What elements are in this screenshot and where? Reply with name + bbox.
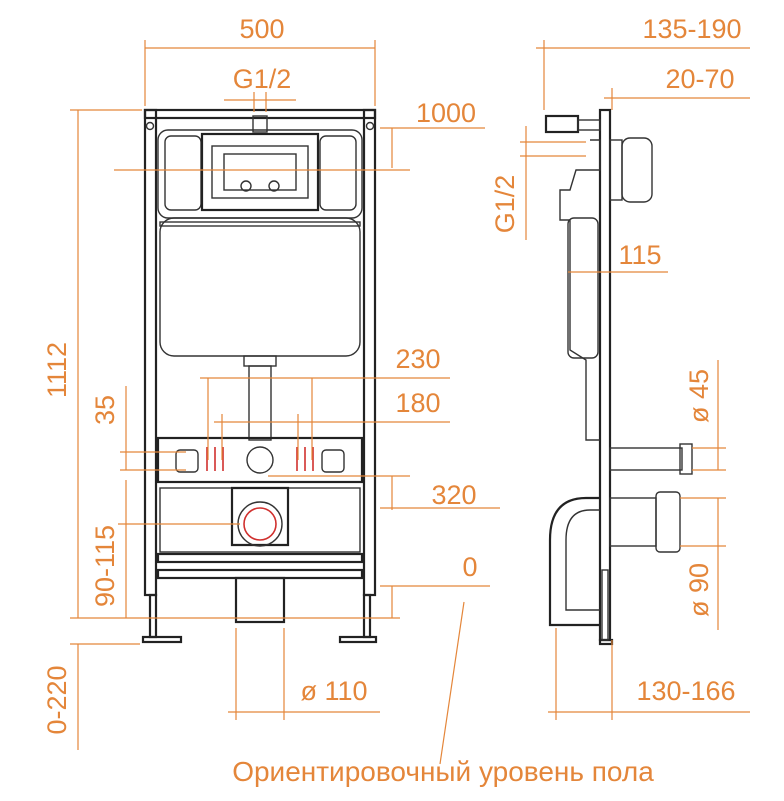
- floor-level-caption: Ориентировочный уровень пола: [232, 756, 654, 787]
- frame-top-rail: [143, 108, 377, 120]
- side-dimensions: 135-190 20-70 G1/2 115 ø 45 ø 90 130-166: [490, 14, 750, 720]
- dim-230: 230: [395, 344, 440, 374]
- dim-flush-45: ø 45: [684, 369, 714, 423]
- dim-g12-side: G1/2: [490, 175, 520, 234]
- flush-opening: [200, 132, 320, 212]
- side-drain-bend: [548, 496, 600, 627]
- foot-plate: [141, 635, 183, 644]
- mount-hole: [365, 121, 375, 131]
- side-tank-profile: [559, 139, 601, 441]
- frame-right-post: [362, 108, 377, 597]
- dim-90-115: 90-115: [90, 525, 120, 607]
- foot-plate: [338, 635, 378, 644]
- dim-180: 180: [395, 388, 440, 418]
- tank-upper-box: [157, 129, 363, 219]
- dim-20-70: 20-70: [665, 64, 734, 94]
- dim-floor-zero: 0: [462, 552, 477, 582]
- side-post: [598, 108, 612, 642]
- frame-floor-rail: [156, 568, 364, 580]
- flush-mechanism-inner: [223, 153, 297, 191]
- adjustable-leg: [362, 593, 372, 639]
- dim-width-500: 500: [239, 14, 284, 44]
- side-leg: [601, 569, 609, 641]
- frame-left-post: [143, 108, 158, 597]
- downpipe: [248, 365, 272, 441]
- tank-body-seam: [159, 221, 361, 227]
- side-drain-pipe: [609, 497, 657, 547]
- dim-320: 320: [431, 480, 476, 510]
- side-view: [544, 108, 693, 646]
- bracket-slot: [175, 449, 199, 473]
- dim-drain-90: ø 90: [684, 563, 714, 617]
- mount-hole: [145, 121, 155, 131]
- drain-bracket: [159, 487, 361, 553]
- tank-body: [159, 217, 361, 357]
- dim-115: 115: [618, 240, 661, 270]
- frame-bottom-rail: [156, 552, 364, 564]
- dim-height-1112: 1112: [42, 342, 72, 398]
- side-drain-socket: [655, 491, 681, 553]
- flush-button-hole: [240, 180, 252, 192]
- flush-mechanism: [211, 145, 309, 199]
- side-tank-body: [567, 217, 599, 359]
- front-dimensions: 500 G1/2 1000 1112 230 180 35 320 90-115: [42, 14, 500, 765]
- dim-height-1000: 1000: [416, 98, 476, 128]
- dim-g12-front: G1/2: [233, 64, 292, 94]
- side-flush-pipe-end: [679, 443, 693, 475]
- side-flush-pipe: [609, 447, 683, 471]
- flush-button-hole: [268, 180, 280, 192]
- dim-drain-110: ø 110: [300, 676, 367, 706]
- tank-side-right: [319, 135, 357, 211]
- crossbar-bracket: [156, 436, 364, 484]
- dim-130-166: 130-166: [636, 676, 735, 706]
- drain-stub: [234, 576, 286, 624]
- downpipe-collar: [243, 355, 277, 367]
- side-inlet-pipe: [577, 119, 601, 131]
- front-view: [141, 108, 378, 644]
- dim-135-190: 135-190: [642, 14, 741, 44]
- side-flush-plate: [621, 137, 653, 203]
- drain-pipe-inner: [243, 507, 277, 541]
- side-flush-frame: [609, 139, 623, 201]
- dim-35: 35: [90, 395, 120, 425]
- adjustable-leg: [148, 593, 158, 639]
- side-drain-bend-inner: [565, 509, 600, 611]
- side-water-inlet: [544, 114, 580, 134]
- bracket-slot: [321, 449, 345, 473]
- tank-side-left: [164, 135, 202, 211]
- flush-outlet: [246, 446, 274, 474]
- drain-housing: [230, 486, 290, 547]
- water-inlet: [252, 115, 268, 133]
- dim-0-220: 0-220: [42, 665, 72, 734]
